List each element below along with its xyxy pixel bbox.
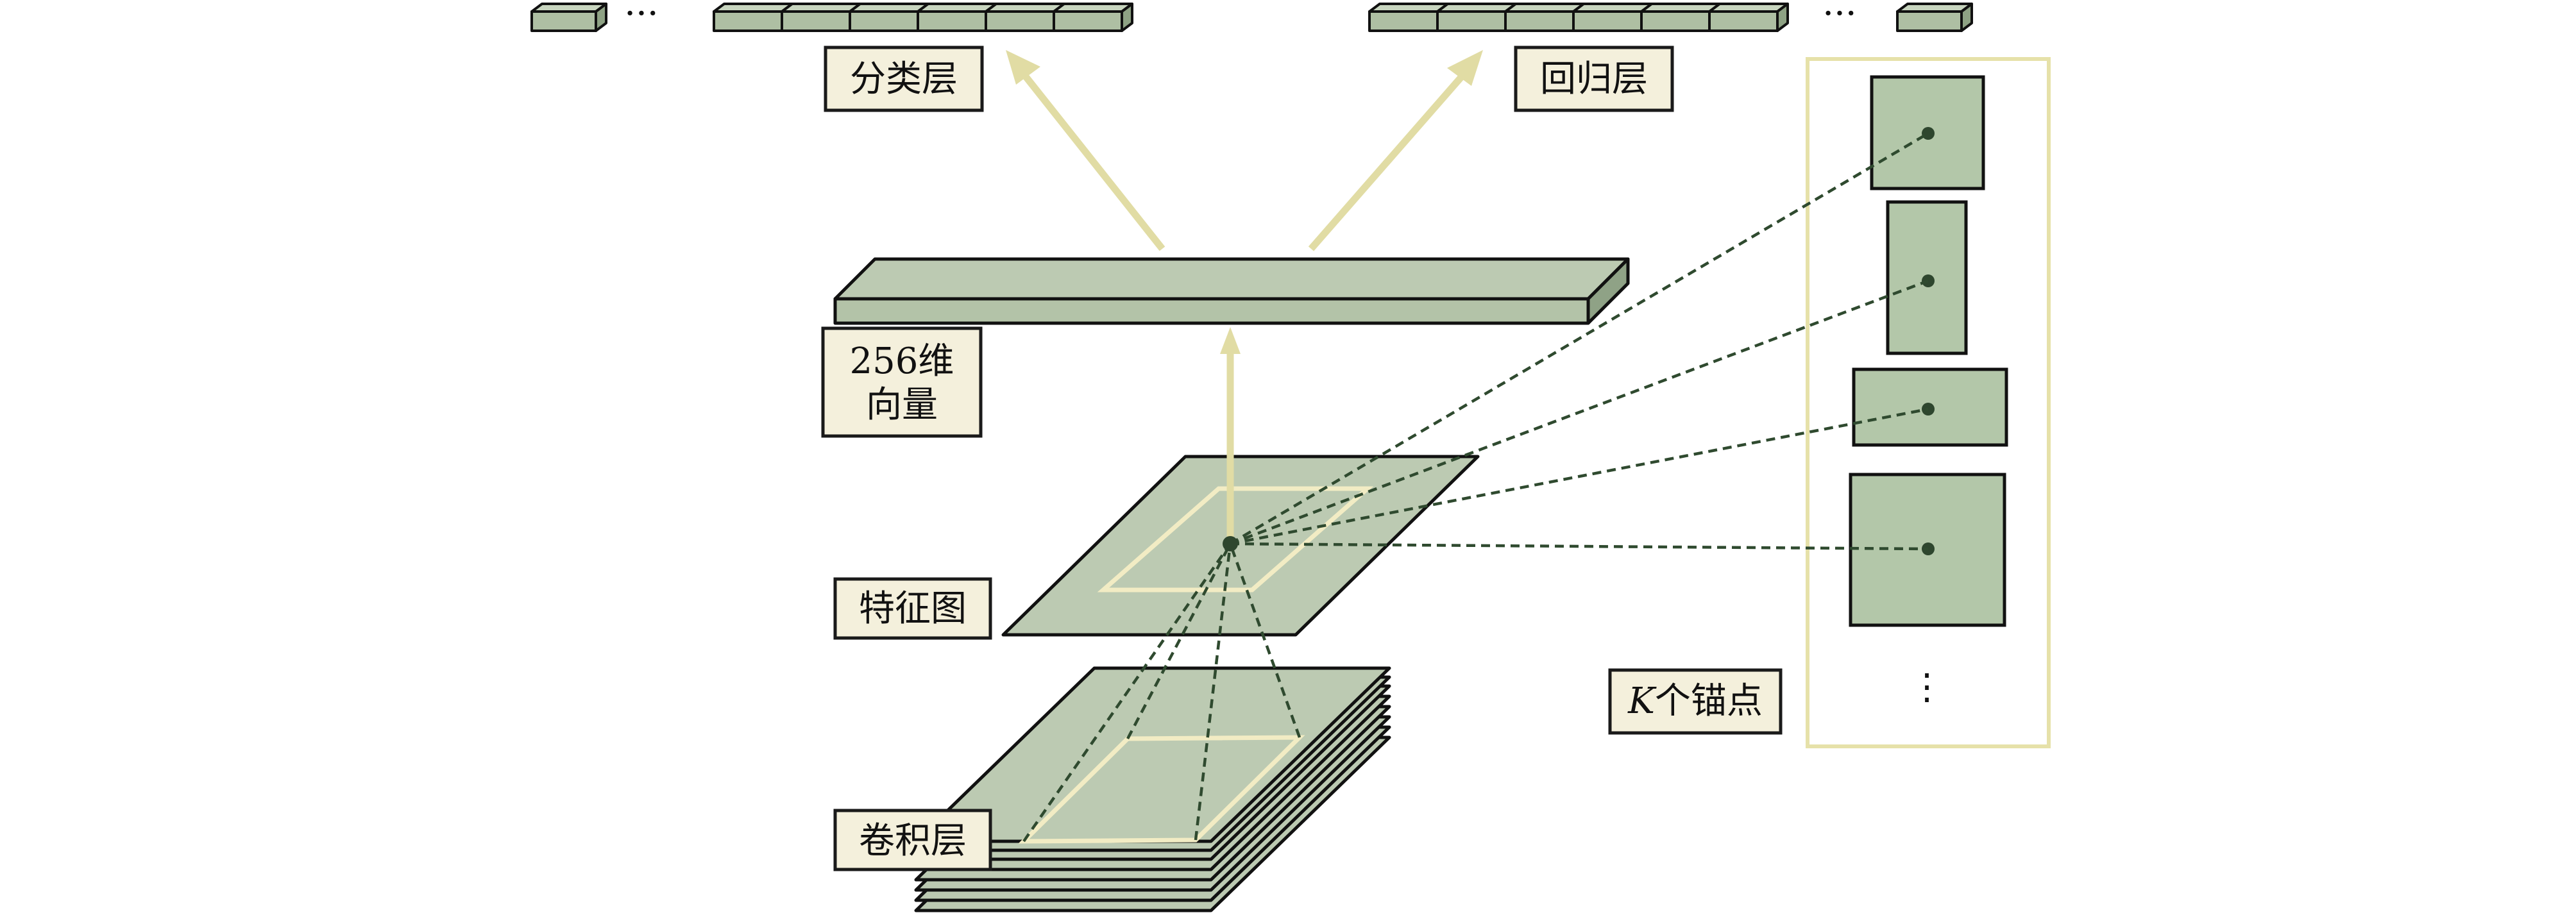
svg-text:分类层: 分类层: [850, 58, 958, 100]
anchor-box: [1870, 75, 1985, 190]
output-cell: [1640, 3, 1721, 32]
anchors-label: K个锚点: [1608, 668, 1783, 735]
anchor-panel: [1806, 57, 2051, 748]
output-cell: [849, 3, 929, 32]
regression-layer-label: 回归层: [1514, 46, 1674, 112]
regression-ellipsis: ···: [1822, 0, 1856, 35]
feature-map-window: [1097, 486, 1374, 592]
output-cell: [1572, 3, 1653, 32]
output-cell: [1708, 3, 1789, 32]
arrow-to-vector: [1220, 327, 1241, 542]
feature-map-label: 特征图: [833, 577, 992, 640]
output-cell: [1436, 3, 1517, 32]
regression-output-cells: ···: [1368, 0, 1973, 35]
svg-text:回归层: 回归层: [1540, 58, 1648, 100]
output-cell: [985, 3, 1065, 32]
output-cell: [781, 3, 861, 32]
classification-ellipsis: ···: [624, 0, 658, 35]
conv-layer-label: 卷积层: [833, 809, 992, 871]
anchors-k: K: [1627, 680, 1657, 722]
anchors-text: 个锚点: [1655, 680, 1763, 722]
svg-text:卷积层: 卷积层: [859, 820, 967, 862]
svg-text:256维: 256维: [850, 340, 954, 382]
anchor-box: [1849, 473, 2006, 627]
svg-text:K个锚点: K个锚点: [1627, 680, 1763, 722]
svg-text:向量: 向量: [866, 384, 938, 426]
anchor-boxes: ⋮: [1849, 75, 2008, 708]
vector-slab: [833, 257, 1630, 325]
anchor-projection-lines: [1229, 132, 1929, 551]
output-cell: [530, 3, 607, 32]
output-cell: [1504, 3, 1585, 32]
sliding-window-center: [1223, 536, 1238, 551]
anchor-box: [1886, 200, 1968, 355]
output-cell: [1053, 3, 1133, 32]
arrow-to-regression: [1308, 50, 1483, 251]
anchor-ellipsis: ⋮: [1909, 666, 1945, 708]
classification-layer-label: 分类层: [824, 46, 984, 112]
output-cell: [917, 3, 997, 32]
conv-projection-lines: [1022, 542, 1301, 843]
output-cell: [1368, 3, 1449, 32]
conv-layer-stack: [914, 666, 1391, 912]
output-cell: [1896, 3, 1973, 32]
output-cell: [713, 3, 793, 32]
anchor-box: [1852, 367, 2008, 447]
feature-map: [1001, 455, 1480, 637]
classification-output-cells: ···: [530, 0, 1133, 35]
arrow-to-classification: [1006, 50, 1165, 251]
vector-label: 256维 向量: [821, 326, 983, 438]
svg-text:特征图: 特征图: [859, 588, 967, 630]
